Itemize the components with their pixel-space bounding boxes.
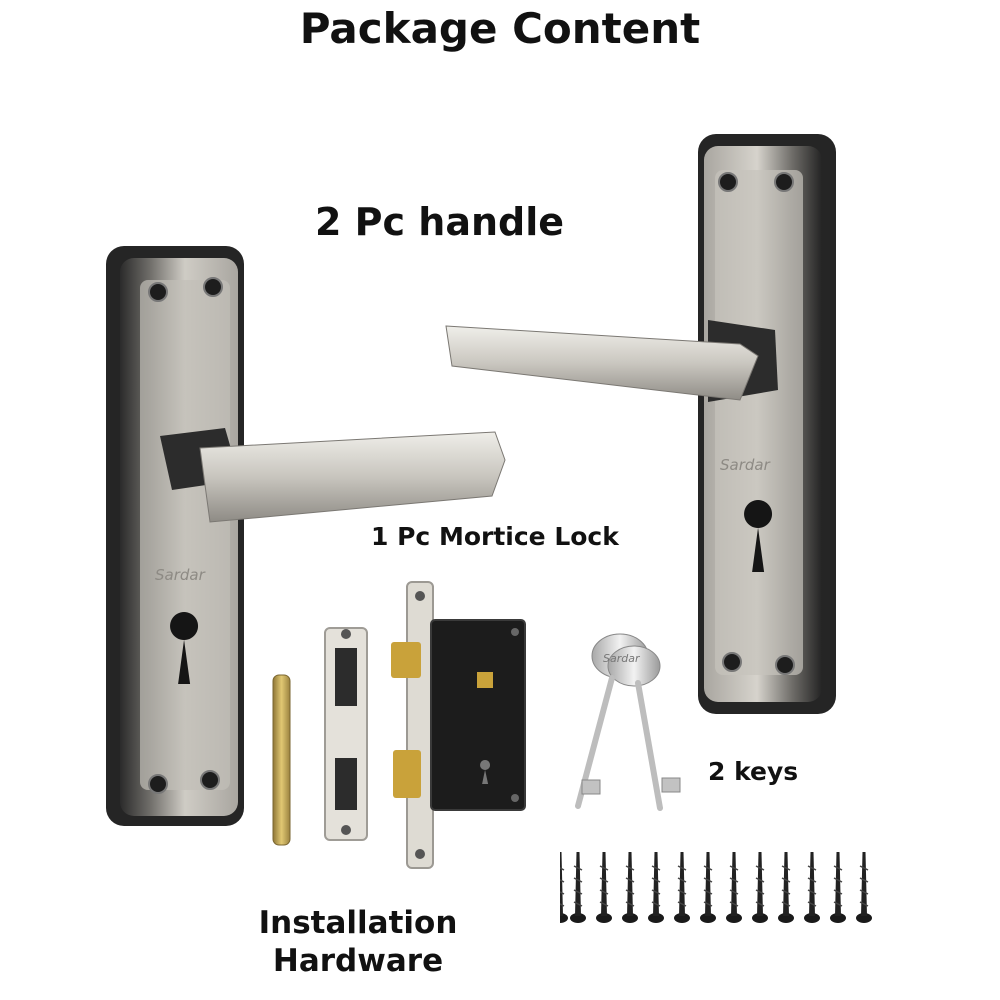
brand-mark: Sardar xyxy=(720,456,771,474)
screw-hole xyxy=(775,655,795,675)
left-handle-lever xyxy=(199,431,506,523)
mortice-lock-label: 1 Pc Mortice Lock xyxy=(371,522,619,551)
screw-hole xyxy=(148,282,168,302)
screw-hole xyxy=(718,172,738,192)
page-title: Package Content xyxy=(299,4,701,53)
lock-faceplate xyxy=(406,581,434,869)
keyhole xyxy=(744,500,773,572)
installation-hardware-image xyxy=(272,627,368,846)
installation-hardware-label: Installation Hardware xyxy=(238,904,478,980)
mortice-lock-image xyxy=(391,581,526,869)
installation-label-line1: Installation xyxy=(258,905,458,941)
brand-mark: Sardar xyxy=(603,652,641,665)
screw-hole xyxy=(774,172,794,192)
keyhole xyxy=(170,612,199,684)
screw-hole xyxy=(148,774,168,794)
lock-case xyxy=(430,619,526,811)
screw-hole xyxy=(200,770,220,790)
latch-bolt xyxy=(391,642,421,678)
key-shaft xyxy=(635,680,663,811)
right-door-handle-image: Sardar xyxy=(445,134,836,714)
dead-bolt xyxy=(393,750,421,798)
keys-label: 2 keys xyxy=(708,757,799,786)
screw-hole xyxy=(722,652,742,672)
right-handle-lever xyxy=(445,325,759,401)
screws-image xyxy=(560,851,873,924)
installation-label-line2: Hardware xyxy=(272,943,444,980)
handles-label: 2 Pc handle xyxy=(315,200,565,244)
keys-image: Sardar xyxy=(575,633,681,811)
screw-hole xyxy=(203,277,223,297)
brand-mark: Sardar xyxy=(155,566,206,584)
left-door-handle-image: Sardar xyxy=(106,246,506,826)
spindle-bar xyxy=(272,674,291,846)
wood-screw xyxy=(560,852,568,923)
